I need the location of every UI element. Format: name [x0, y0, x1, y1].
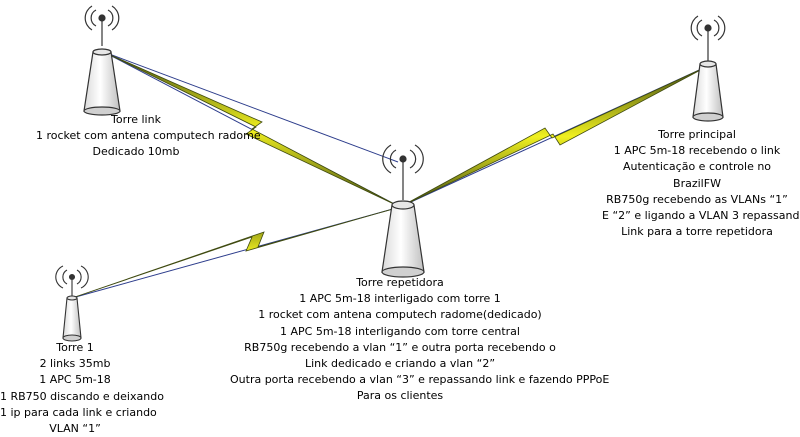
tower-1	[55, 265, 89, 342]
tower-1-label: Torre 1 2 links 35mb 1 APC 5m-18 1 RB750…	[0, 340, 164, 437]
tower-principal-line: 1 APC 5m-18 recebendo o link	[613, 144, 781, 158]
tower-repetidora-line: 1 rocket com antena computech radome(ded…	[258, 308, 542, 322]
tower-body	[83, 51, 121, 112]
tower-repetidora-label: Torre repetidora 1 APC 5m-18 interligado…	[230, 275, 610, 405]
tower-repetidora-line: 1 APC 5m-18 interligando com torre centr…	[280, 324, 520, 338]
tower-1-title: Torre 1	[56, 341, 94, 354]
tower-1-line: 2 links 35mb	[39, 357, 111, 371]
tower-repetidora	[381, 144, 425, 278]
tower-repetidora-line: RB750g recebendo a vlan “1” e outra port…	[244, 340, 556, 354]
tower-principal-line: RB750g recebendo as VLANs “1”	[606, 192, 788, 206]
antenna-signal-icon	[84, 5, 120, 46]
antenna-signal-icon	[690, 15, 726, 62]
tower-body	[62, 297, 82, 339]
antenna-signal-icon	[382, 144, 424, 200]
tower-link-line: Dedicado 10mb	[92, 145, 180, 159]
antenna-signal-icon	[55, 265, 89, 297]
tower-principal-title: Torre principal	[658, 128, 736, 141]
tower-principal-line: Autenticação e controle no	[622, 160, 772, 174]
tower-body	[381, 204, 425, 273]
tower-1-line: 1 RB750 discando e deixando	[0, 389, 164, 403]
tower-principal	[690, 15, 726, 122]
tower-repetidora-line: Link dedicado e criando a vlan “2”	[304, 357, 496, 371]
tower-repetidora-line: Para os clientes	[356, 389, 444, 403]
tower-link	[83, 5, 121, 116]
tower-link-title: Torre link	[111, 113, 161, 126]
tower-1-line: VLAN “1”	[49, 422, 101, 436]
tower-principal-line: BrazilFW	[673, 176, 721, 190]
link-line-torre-link-repetidora-2	[103, 51, 399, 163]
tower-principal-line: Link para a torre repetidora	[621, 225, 773, 239]
tower-link-label: Torre link 1 rocket com antena computech…	[36, 112, 261, 161]
tower-repetidora-line: Outra porta recebendo a vlan “3” e repas…	[230, 373, 610, 387]
tower-1-line: 1 ip para cada link e criando	[0, 405, 157, 419]
tower-principal-line: E “2” e ligando a VLAN 3 repassando	[602, 209, 800, 223]
tower-principal-label: Torre principal 1 APC 5m-18 recebendo o …	[602, 127, 800, 240]
tower-repetidora-title: Torre repetidora	[356, 276, 444, 289]
tower-link-line: 1 rocket com antena computech radome	[36, 129, 261, 143]
tower-1-line: 1 APC 5m-18	[39, 373, 111, 387]
tower-repetidora-line: 1 APC 5m-18 interligado com torre 1	[299, 292, 501, 306]
